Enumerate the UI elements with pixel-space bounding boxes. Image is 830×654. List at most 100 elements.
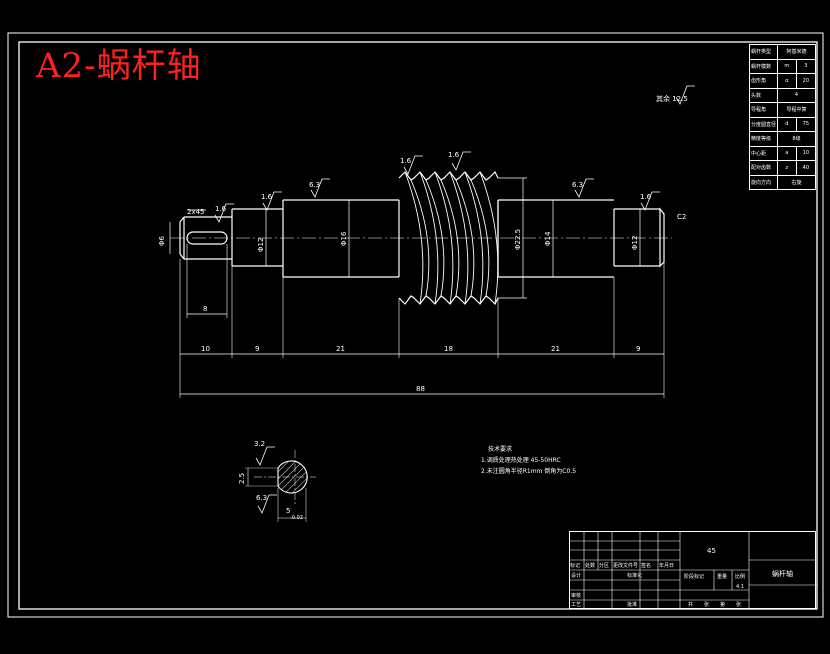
roughness-r1: 1.6 (215, 205, 227, 213)
param-symbol: m (777, 58, 797, 74)
param-label: 分度圆直径 (748, 116, 779, 132)
tb-sheet-2: 第 (720, 601, 725, 608)
extension-lines (179, 244, 665, 398)
outer-frame (7, 32, 824, 618)
roughness-symbols (214, 85, 695, 223)
tb-header-2: 分区 (599, 562, 609, 569)
param-row: 导程角导程中算 (748, 102, 816, 118)
tb-row-0: 设计 (571, 572, 581, 579)
length-dims (180, 209, 664, 395)
param-value: 20 (795, 73, 817, 89)
tb-header-5: 年月日 (659, 562, 674, 569)
param-label: 蜗杆类型 (748, 44, 779, 60)
param-label: 中心距 (748, 145, 779, 161)
dim-seg4: 18 (444, 345, 453, 353)
tb-approve: 批准 (627, 601, 637, 608)
param-value: 导程中算 (777, 102, 816, 118)
dim-total: 88 (416, 385, 425, 393)
roughness-r8: 3.2 (254, 440, 265, 448)
tb-stage-0: 阶段标记 (684, 573, 704, 580)
dim-seg2: 9 (255, 345, 259, 353)
param-label: 配对齿数 (748, 160, 779, 176)
tech-req-heading: 技术要求 (488, 446, 513, 453)
dim-key-len: 8 (203, 305, 207, 313)
param-row: 旋向方向右旋 (748, 174, 816, 190)
roughness-r2: 1.6 (261, 193, 273, 201)
roughness-general: 其余 12.5 (656, 94, 688, 103)
title-block-grid (569, 531, 817, 609)
param-label: 头数 (748, 87, 779, 103)
tb-header-3: 更改文件号 (613, 562, 638, 569)
dim-d-worm: Φ22.5 (514, 229, 522, 250)
param-symbol: z (777, 160, 797, 176)
title-block (569, 531, 816, 609)
tb-part-name: 蜗杆轴 (772, 569, 793, 578)
tb-stage-2: 比例 (735, 573, 745, 580)
param-label: 精度等级 (748, 131, 779, 147)
roughness-r3: 6.3 (309, 181, 320, 189)
tb-scale: 4:1 (736, 584, 744, 590)
roughness-r4: 1.6 (400, 157, 412, 165)
param-row: 蜗杆类型阿基米德 (748, 44, 816, 60)
tb-row-2: 工艺 (571, 602, 581, 608)
roughness-r7: 1.6 (640, 193, 652, 201)
param-value: 75 (795, 116, 817, 132)
technical-requirements: 技术要求 1.调质处理热处理 45-50HRC 2.未注圆角半径R1mm 倒角为… (481, 444, 576, 477)
param-value: 40 (795, 160, 817, 176)
dim-section-w-tol: -0.02 (290, 515, 303, 521)
tb-std: 标准化 (627, 572, 642, 579)
dim-section-h: 2.5 (238, 473, 246, 484)
dim-seg3: 21 (336, 345, 345, 353)
dim-seg5: 21 (551, 345, 560, 353)
diameter-dims (169, 177, 641, 299)
section-view (245, 446, 316, 522)
tb-header-0: 标记 (570, 562, 580, 569)
param-value: 4 (777, 87, 816, 103)
tb-material: 45 (707, 547, 716, 555)
tech-req-item: 1.调质处理热处理 45-50HRC (481, 457, 561, 464)
param-value: 8级 (777, 131, 816, 147)
param-label: 齿形角 (748, 73, 779, 89)
dim-d-seat-left: Φ12 (257, 238, 265, 252)
dim-d-shoulder-right: Φ14 (544, 231, 552, 246)
param-value: 右旋 (777, 174, 816, 190)
param-symbol: d (777, 116, 797, 132)
drawing-title: A2-蜗杆轴 (36, 46, 202, 86)
tb-sheet-3: 张 (736, 601, 741, 608)
param-symbol: a (777, 145, 797, 161)
param-value: 阿基米德 (777, 44, 816, 60)
param-value: 10 (795, 145, 817, 161)
roughness-r5: 1.6 (448, 151, 460, 159)
tb-sheet-0: 共 (688, 601, 693, 608)
param-value: 3 (795, 58, 817, 74)
roughness-r9: 6.3 (256, 494, 267, 502)
tb-row-1: 审核 (571, 592, 581, 599)
dim-d-seat-right: Φ12 (631, 236, 639, 250)
param-label: 旋向方向 (748, 174, 779, 190)
tb-stage-1: 重量 (717, 573, 727, 580)
tb-sheet-1: 张 (704, 601, 709, 608)
roughness-r6: 6.3 (572, 181, 583, 189)
param-label: 导程角 (748, 102, 779, 118)
tb-header-4: 签名 (641, 562, 651, 569)
dim-d-shoulder-left: Φ16 (340, 231, 348, 246)
tb-header-1: 处数 (585, 562, 595, 569)
dim-chamfer-right: C2 (677, 213, 686, 221)
dim-seg6: 9 (636, 345, 640, 353)
inner-frame (18, 41, 818, 610)
param-label: 蜗杆模数 (748, 58, 779, 74)
dim-seg1: 10 (201, 345, 210, 353)
tech-req-item: 2.未注圆角半径R1mm 倒角为C0.5 (481, 468, 577, 475)
dim-section-w: 5 (286, 507, 290, 515)
dim-chamfer-left: 2x45 (187, 208, 205, 216)
shaft-outline (179, 170, 665, 306)
